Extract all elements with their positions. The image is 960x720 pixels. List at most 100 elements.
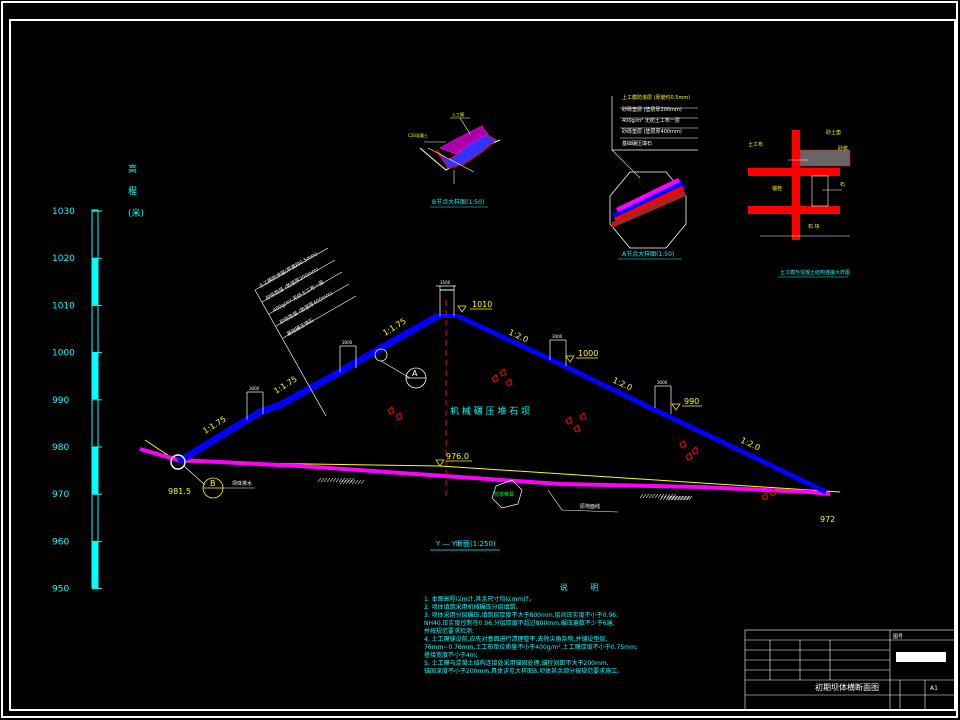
hatch-line — [317, 477, 322, 483]
section-caption: Y — Y断面(1:250) — [435, 539, 496, 548]
hatch-line — [345, 479, 350, 485]
hatch-line — [332, 477, 337, 483]
scale-tick-label: 1010 — [52, 301, 75, 311]
scale-tick-label: 950 — [52, 585, 69, 595]
hatch-line — [342, 479, 347, 485]
detail-a-line-5: 基础碾压填石 — [622, 140, 652, 147]
drawing-title: 初期坝体横断面图 — [815, 682, 879, 692]
detail-b: C20混凝土 土工膜 B节点大样图(1:50) — [408, 111, 501, 208]
detail-a-line-4: 砂砾垫层 (垫层厚400mm) — [622, 128, 682, 135]
callout-a-label: A — [412, 369, 418, 378]
hatch-line — [326, 477, 331, 483]
berm-width-4: 3000 — [552, 334, 563, 339]
hatch-line — [673, 495, 678, 501]
hatch-line — [348, 479, 353, 485]
rock-symbol — [685, 452, 693, 461]
layer-note-block — [254, 247, 357, 417]
rock-symbol — [691, 446, 699, 455]
scale-tick-label: 1020 — [52, 254, 75, 264]
bedrock-label: 防渗帷幕 — [494, 491, 514, 498]
hatch-line — [663, 493, 668, 499]
rock-symbol — [499, 368, 507, 377]
ground-label: 原地面线 — [580, 503, 600, 510]
hatch-line — [662, 495, 667, 501]
hatch-line — [682, 495, 687, 501]
notes-line-3: 3. 坝体采用分层碾压,填筑层厚度不大于800mm,层间压实度不小于0.96, — [424, 612, 618, 619]
notes-line-8: 搭接宽度不小于4m; — [424, 652, 478, 659]
hatch-line — [679, 495, 684, 501]
scale-tick-label: 960 — [52, 537, 69, 547]
hatch-line — [351, 479, 356, 485]
rock-symbol — [579, 412, 587, 421]
callout-b-marker — [170, 454, 186, 470]
hatch-line — [674, 495, 679, 501]
hatch-line — [666, 493, 671, 499]
rockfill-symbols — [387, 368, 777, 501]
elevation-marks: 1010 1000 990 976.0 981.5 972 — [168, 300, 835, 524]
rock-symbol — [761, 492, 769, 501]
detail-c-label-c: 石 块 — [808, 223, 820, 230]
detail-a: 上工膜防渗层 (厚度约0.5mm) 砂砾垫层 (垫层厚200mm) 400g/m… — [609, 94, 698, 260]
hatch-line — [338, 477, 343, 483]
hatch-line — [680, 495, 685, 501]
detail-c: 土工布 砂土垫 锚栓 砂浆 石 石 块 土工膜与混凝土结构连接大样图 — [748, 129, 851, 278]
detail-c-label-a: 砂浆 — [838, 145, 848, 152]
rock-symbol — [679, 440, 687, 449]
hatch-line — [344, 477, 349, 483]
callout-b-label: B — [210, 479, 216, 488]
hatch-line — [685, 495, 690, 501]
hatch-line — [320, 477, 325, 483]
b-side-label: 坝体排水 — [232, 480, 252, 487]
rock-symbol — [505, 378, 513, 387]
notes-line-10: 锚固深度不小于200mm,具体详见大样图B,坝体其余部分按规范要求施工。 — [424, 668, 624, 675]
slope-label-left-2: 1:1.75 — [272, 374, 298, 395]
scale-tick-label: 970 — [52, 490, 69, 500]
hatch-line — [670, 495, 675, 501]
hatch-line — [651, 493, 656, 499]
hatch-line — [669, 493, 674, 499]
hatch-line — [323, 477, 328, 483]
hatch-line — [686, 495, 691, 501]
foundation-line — [139, 447, 831, 496]
hatch-line — [683, 495, 688, 501]
dam-slope-left — [176, 312, 440, 465]
elev-left-toe: 981.5 — [168, 487, 191, 496]
detail-a-line-1: 上工膜防渗层 (厚度约0.5mm) — [622, 94, 690, 101]
scale-title: 高程(米) — [128, 163, 144, 219]
hatch-line — [668, 495, 673, 501]
hatch-line — [645, 493, 650, 499]
hatch-line — [665, 495, 670, 501]
hatch-line — [677, 495, 682, 501]
notes-line-7: 76mm~0.76mm,土工布单位质量不小于400g/m²,土工膜厚度不小于0.… — [424, 644, 638, 651]
scale-tick-label: 990 — [52, 396, 69, 406]
scale-tick-label: 1000 — [52, 349, 75, 359]
berm-width-1: 3500 — [440, 280, 451, 285]
elev-berm-1: 1000 — [578, 349, 598, 358]
detail-a-line-3: 400g/m² 无纺土工布一层 — [622, 117, 680, 124]
scale-tick-label: 1030 — [52, 207, 75, 217]
rock-symbol — [565, 416, 573, 425]
hatch-line — [329, 477, 334, 483]
notes-line-6: 4. 土工膜铺设前,应先对基面进行清理整平,去除尖角杂物,并铺设垫层, — [424, 636, 608, 643]
notes-block: 说 明 1. 本图高程以m计,其余尺寸均以mm计。 2. 坝体填筑采用机械碾压分… — [424, 584, 744, 676]
hatch-line — [671, 495, 676, 501]
detail-b-caption: B节点大样图(1:50) — [432, 198, 484, 206]
elev-crest: 1010 — [472, 300, 492, 309]
hatch-line — [672, 493, 677, 499]
scale-tick-label: 980 — [52, 443, 69, 453]
detail-c-label-b: 石 — [840, 182, 845, 188]
hatch-line — [350, 477, 355, 483]
berm-width-2: 3000 — [342, 340, 353, 345]
title-block-label: 图号 — [893, 634, 903, 640]
hatch-line — [659, 495, 664, 501]
hatch-line — [660, 493, 665, 499]
berm-width-5: 3000 — [657, 380, 668, 385]
notes-line-2: 2. 坝体填筑采用机械碾压分层填筑。 — [424, 604, 522, 611]
hatch-line — [648, 493, 653, 499]
berm-width-3: 3000 — [249, 386, 260, 391]
rock-symbol — [769, 488, 777, 497]
notes-line-5: 并按规范要求检测; — [424, 628, 475, 635]
hatch-line — [357, 479, 362, 485]
